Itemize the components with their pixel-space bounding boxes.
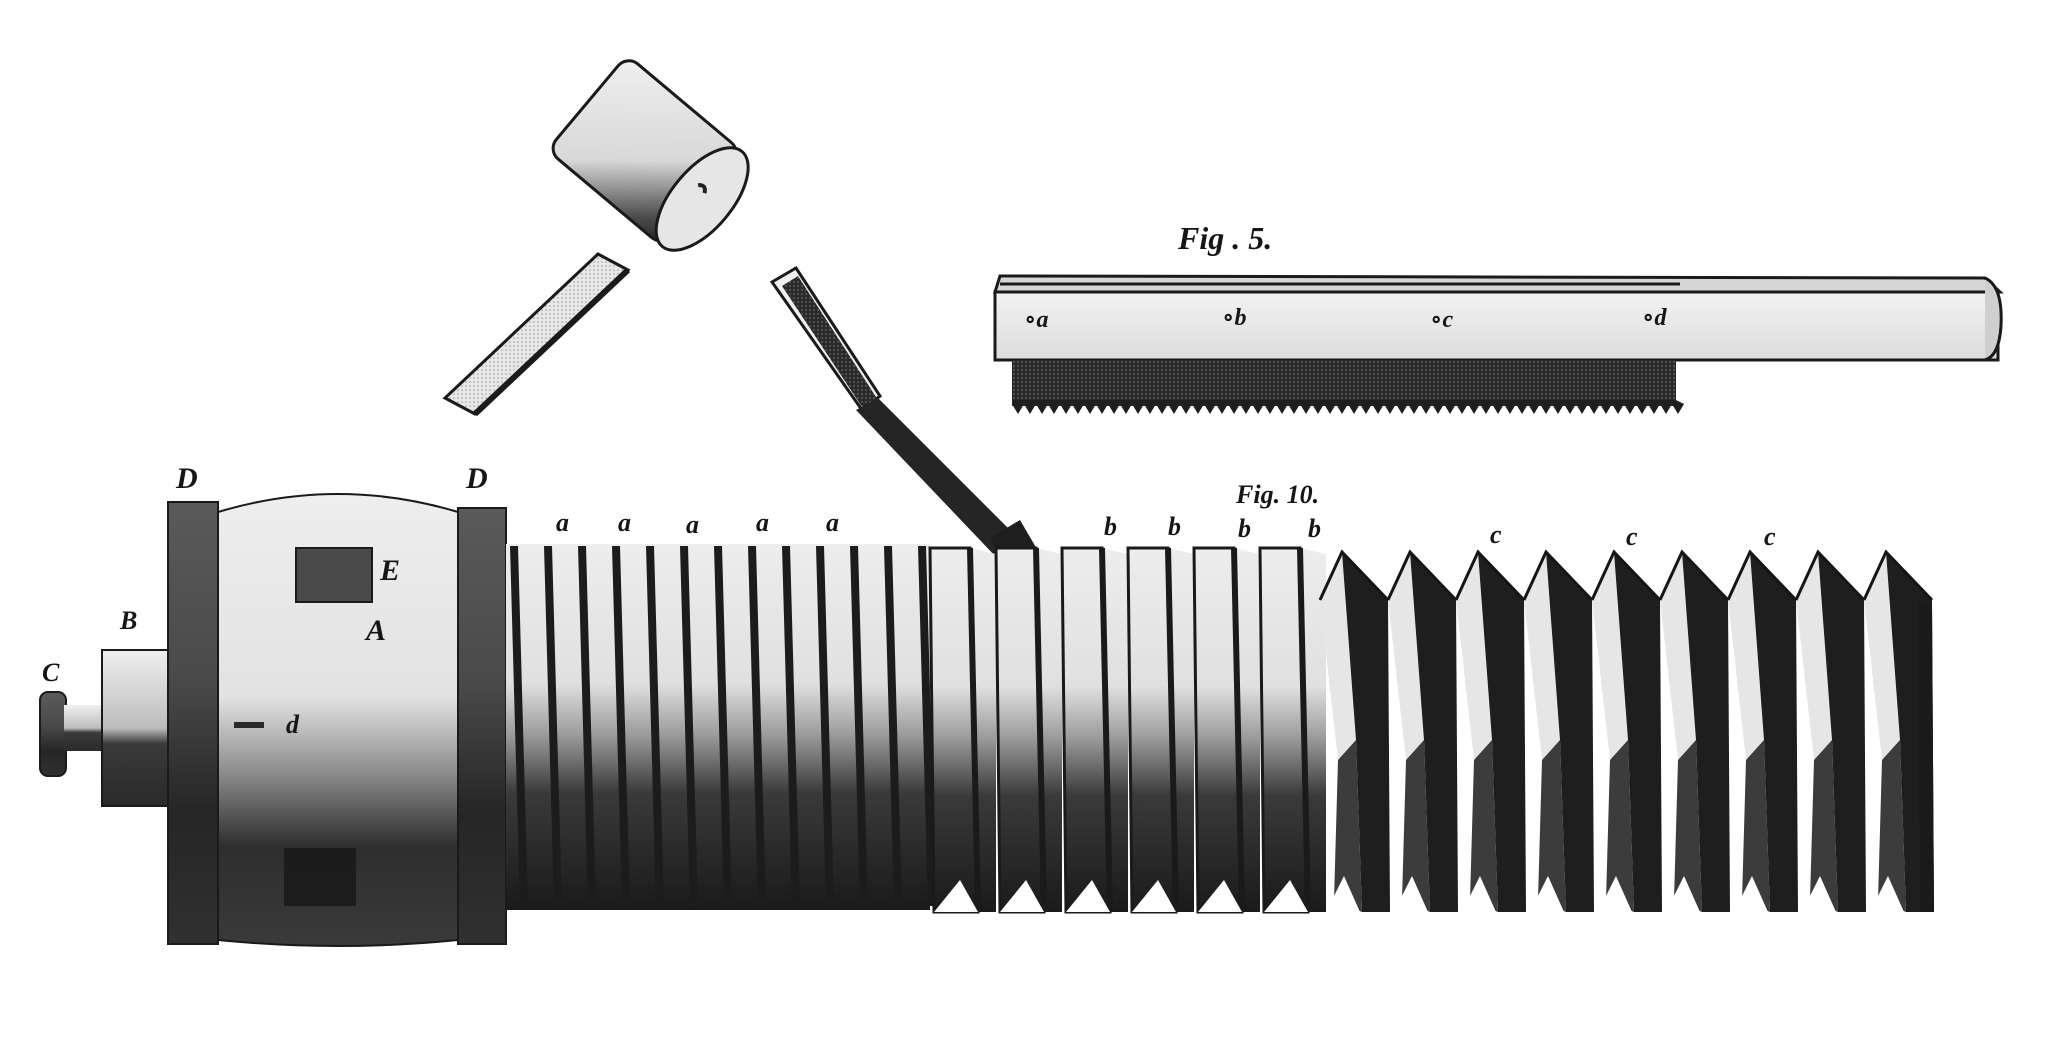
fig10-headstock	[39, 493, 507, 947]
fig5-mark-b: ∘b	[1222, 305, 1247, 331]
fig5-mark-c: ∘c	[1430, 307, 1454, 333]
thread-label-c1: c	[1490, 520, 1502, 549]
thread-label-b2: b	[1168, 512, 1181, 541]
fig5-mark-d: ∘d	[1642, 305, 1667, 331]
label-D-right: D	[466, 462, 488, 495]
thread-label-a2: a	[618, 508, 631, 537]
mallet-illustration	[442, 59, 750, 417]
thread-label-a1: a	[556, 508, 569, 537]
fig5-mark-a: ∘a	[1024, 307, 1049, 333]
fig10-thread-cylinder	[506, 544, 1934, 914]
label-E: E	[380, 554, 401, 587]
thread-label-a3: a	[686, 510, 699, 539]
thread-label-a4: a	[756, 508, 769, 537]
label-A: A	[366, 614, 387, 647]
thread-label-b1: b	[1104, 512, 1117, 541]
fig10-caption: Fig. 10.	[1236, 480, 1320, 509]
fig5-chaser-bar	[992, 274, 2004, 414]
thread-label-b3: b	[1238, 514, 1251, 543]
label-B: B	[120, 606, 138, 635]
fig5-caption: Fig . 5.	[1178, 220, 1273, 256]
thread-label-c3: c	[1764, 522, 1776, 551]
label-C: C	[42, 658, 60, 687]
thread-label-c2: c	[1626, 522, 1638, 551]
thread-label-a5: a	[826, 508, 839, 537]
label-d: d	[286, 710, 299, 739]
thread-label-b4: b	[1308, 514, 1321, 543]
label-D-left: D	[176, 462, 198, 495]
